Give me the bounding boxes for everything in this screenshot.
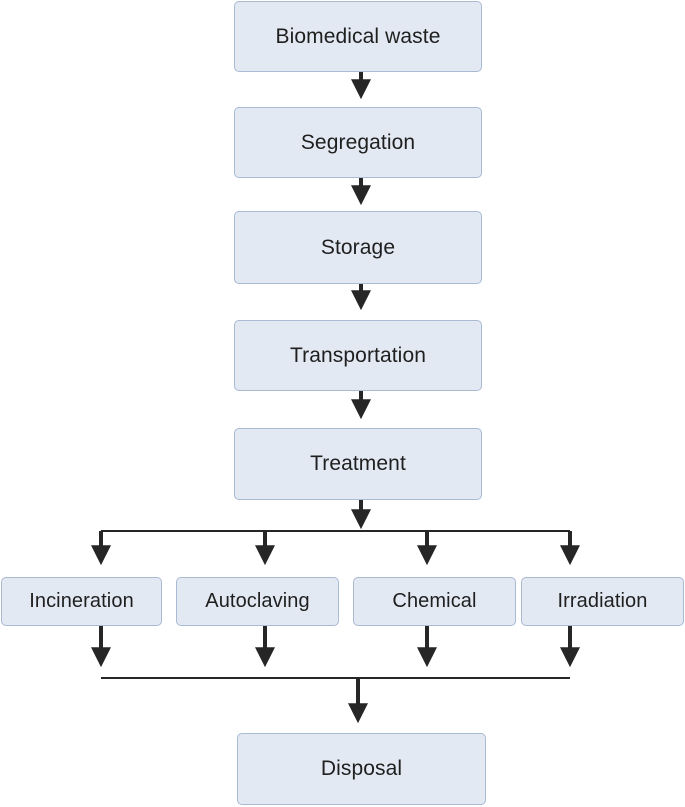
step-disposal: Disposal [237,733,486,805]
treatment-incineration: Incineration [1,577,162,626]
step-treatment: Treatment [234,428,482,500]
treatment-autoclaving: Autoclaving [176,577,339,626]
step-biomedical-waste: Biomedical waste [234,1,482,72]
step-transportation: Transportation [234,320,482,391]
treatment-irradiation: Irradiation [521,577,684,626]
step-storage: Storage [234,211,482,284]
treatment-chemical: Chemical [353,577,516,626]
step-segregation: Segregation [234,107,482,178]
